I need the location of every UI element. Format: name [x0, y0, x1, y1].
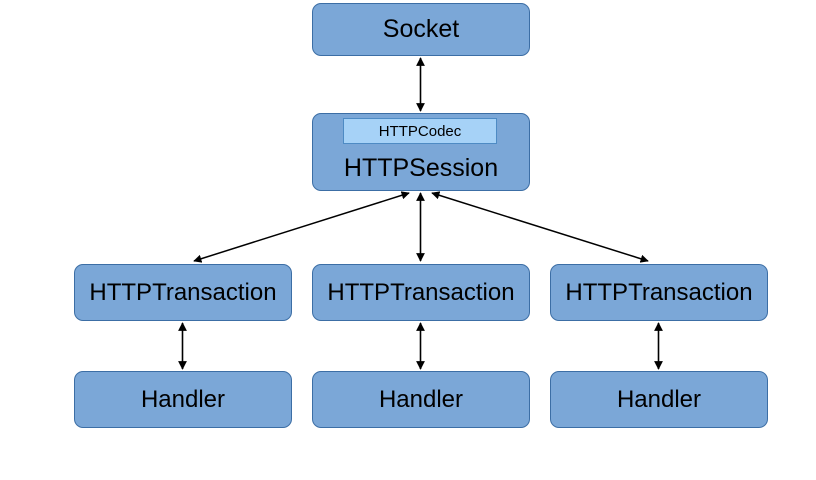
node-httpsession-label: HTTPSession [343, 153, 499, 182]
node-handler-2-label: Handler [616, 385, 702, 413]
node-transaction-2-label: HTTPTransaction [565, 278, 753, 306]
node-socket-label: Socket [382, 15, 460, 43]
node-handler-1[interactable]: Handler [312, 371, 530, 428]
node-transaction-0[interactable]: HTTPTransaction [74, 264, 292, 321]
node-transaction-2[interactable]: HTTPTransaction [550, 264, 768, 321]
node-handler-1-label: Handler [378, 385, 464, 413]
node-httpsession-title: HTTPSession [313, 148, 529, 188]
node-handler-0-label: Handler [140, 385, 226, 413]
node-transaction-1-label: HTTPTransaction [327, 278, 515, 306]
connector-session-transaction-2 [431, 191, 649, 263]
node-httpsession[interactable]: HTTPCodec HTTPSession [312, 113, 530, 191]
node-handler-0[interactable]: Handler [74, 371, 292, 428]
node-handler-2[interactable]: Handler [550, 371, 768, 428]
node-transaction-1[interactable]: HTTPTransaction [312, 264, 530, 321]
node-socket[interactable]: Socket [312, 3, 530, 56]
node-httpcodec-label: HTTPCodec [378, 122, 462, 140]
node-httpcodec[interactable]: HTTPCodec [343, 118, 497, 144]
node-transaction-0-label: HTTPTransaction [89, 278, 277, 306]
connector-session-transaction-0 [193, 191, 410, 263]
